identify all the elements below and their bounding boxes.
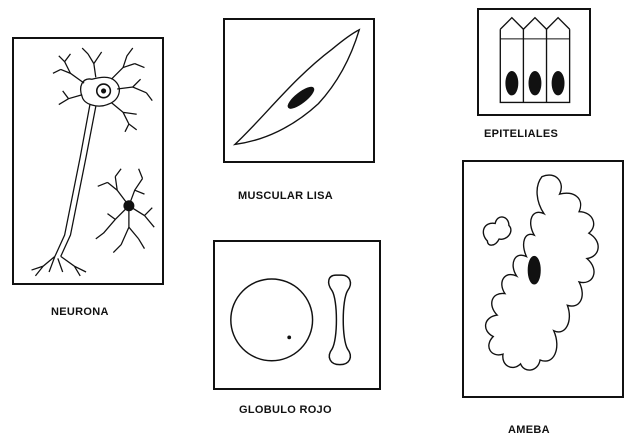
neurona-label: NEURONA [51,306,109,318]
muscular-lisa-panel [223,18,375,163]
neurona-drawing [14,39,162,283]
muscular-lisa-label: MUSCULAR LISA [238,190,333,202]
globulo-rojo-panel [213,240,381,390]
globulo-rojo-drawing [215,242,379,388]
epiteliales-drawing [479,10,589,114]
ameba-panel [462,160,624,398]
epiteliales-label: EPITELIALES [484,128,558,140]
ameba-drawing [464,162,622,396]
muscular-lisa-drawing [225,20,373,161]
ameba-label: AMEBA [508,424,550,436]
epiteliales-panel [477,8,591,116]
globulo-rojo-label: GLOBULO ROJO [239,404,332,416]
neurona-panel [12,37,164,285]
